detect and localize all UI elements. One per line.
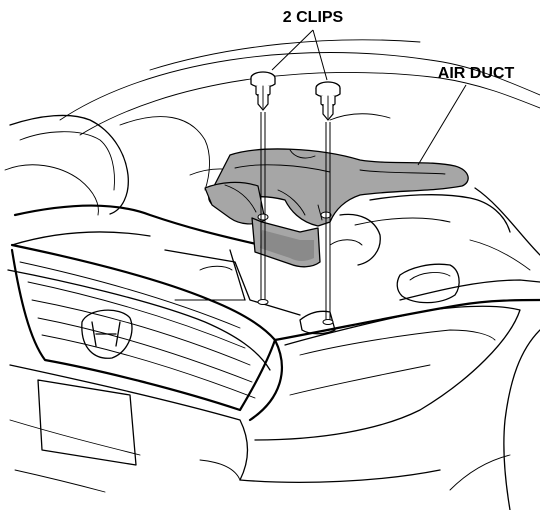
- clips-leader-lines: [271, 29, 328, 81]
- clip-right: [315, 81, 341, 121]
- air-duct-label: AIR DUCT: [438, 65, 515, 82]
- clips-label: 2 CLIPS: [283, 9, 344, 26]
- vehicle-outline: [4, 39, 540, 510]
- air-duct-leader-line: [417, 84, 467, 166]
- installation-guide-lines: [257, 112, 334, 325]
- air-duct-part: [204, 148, 469, 268]
- clip-left: [250, 71, 276, 111]
